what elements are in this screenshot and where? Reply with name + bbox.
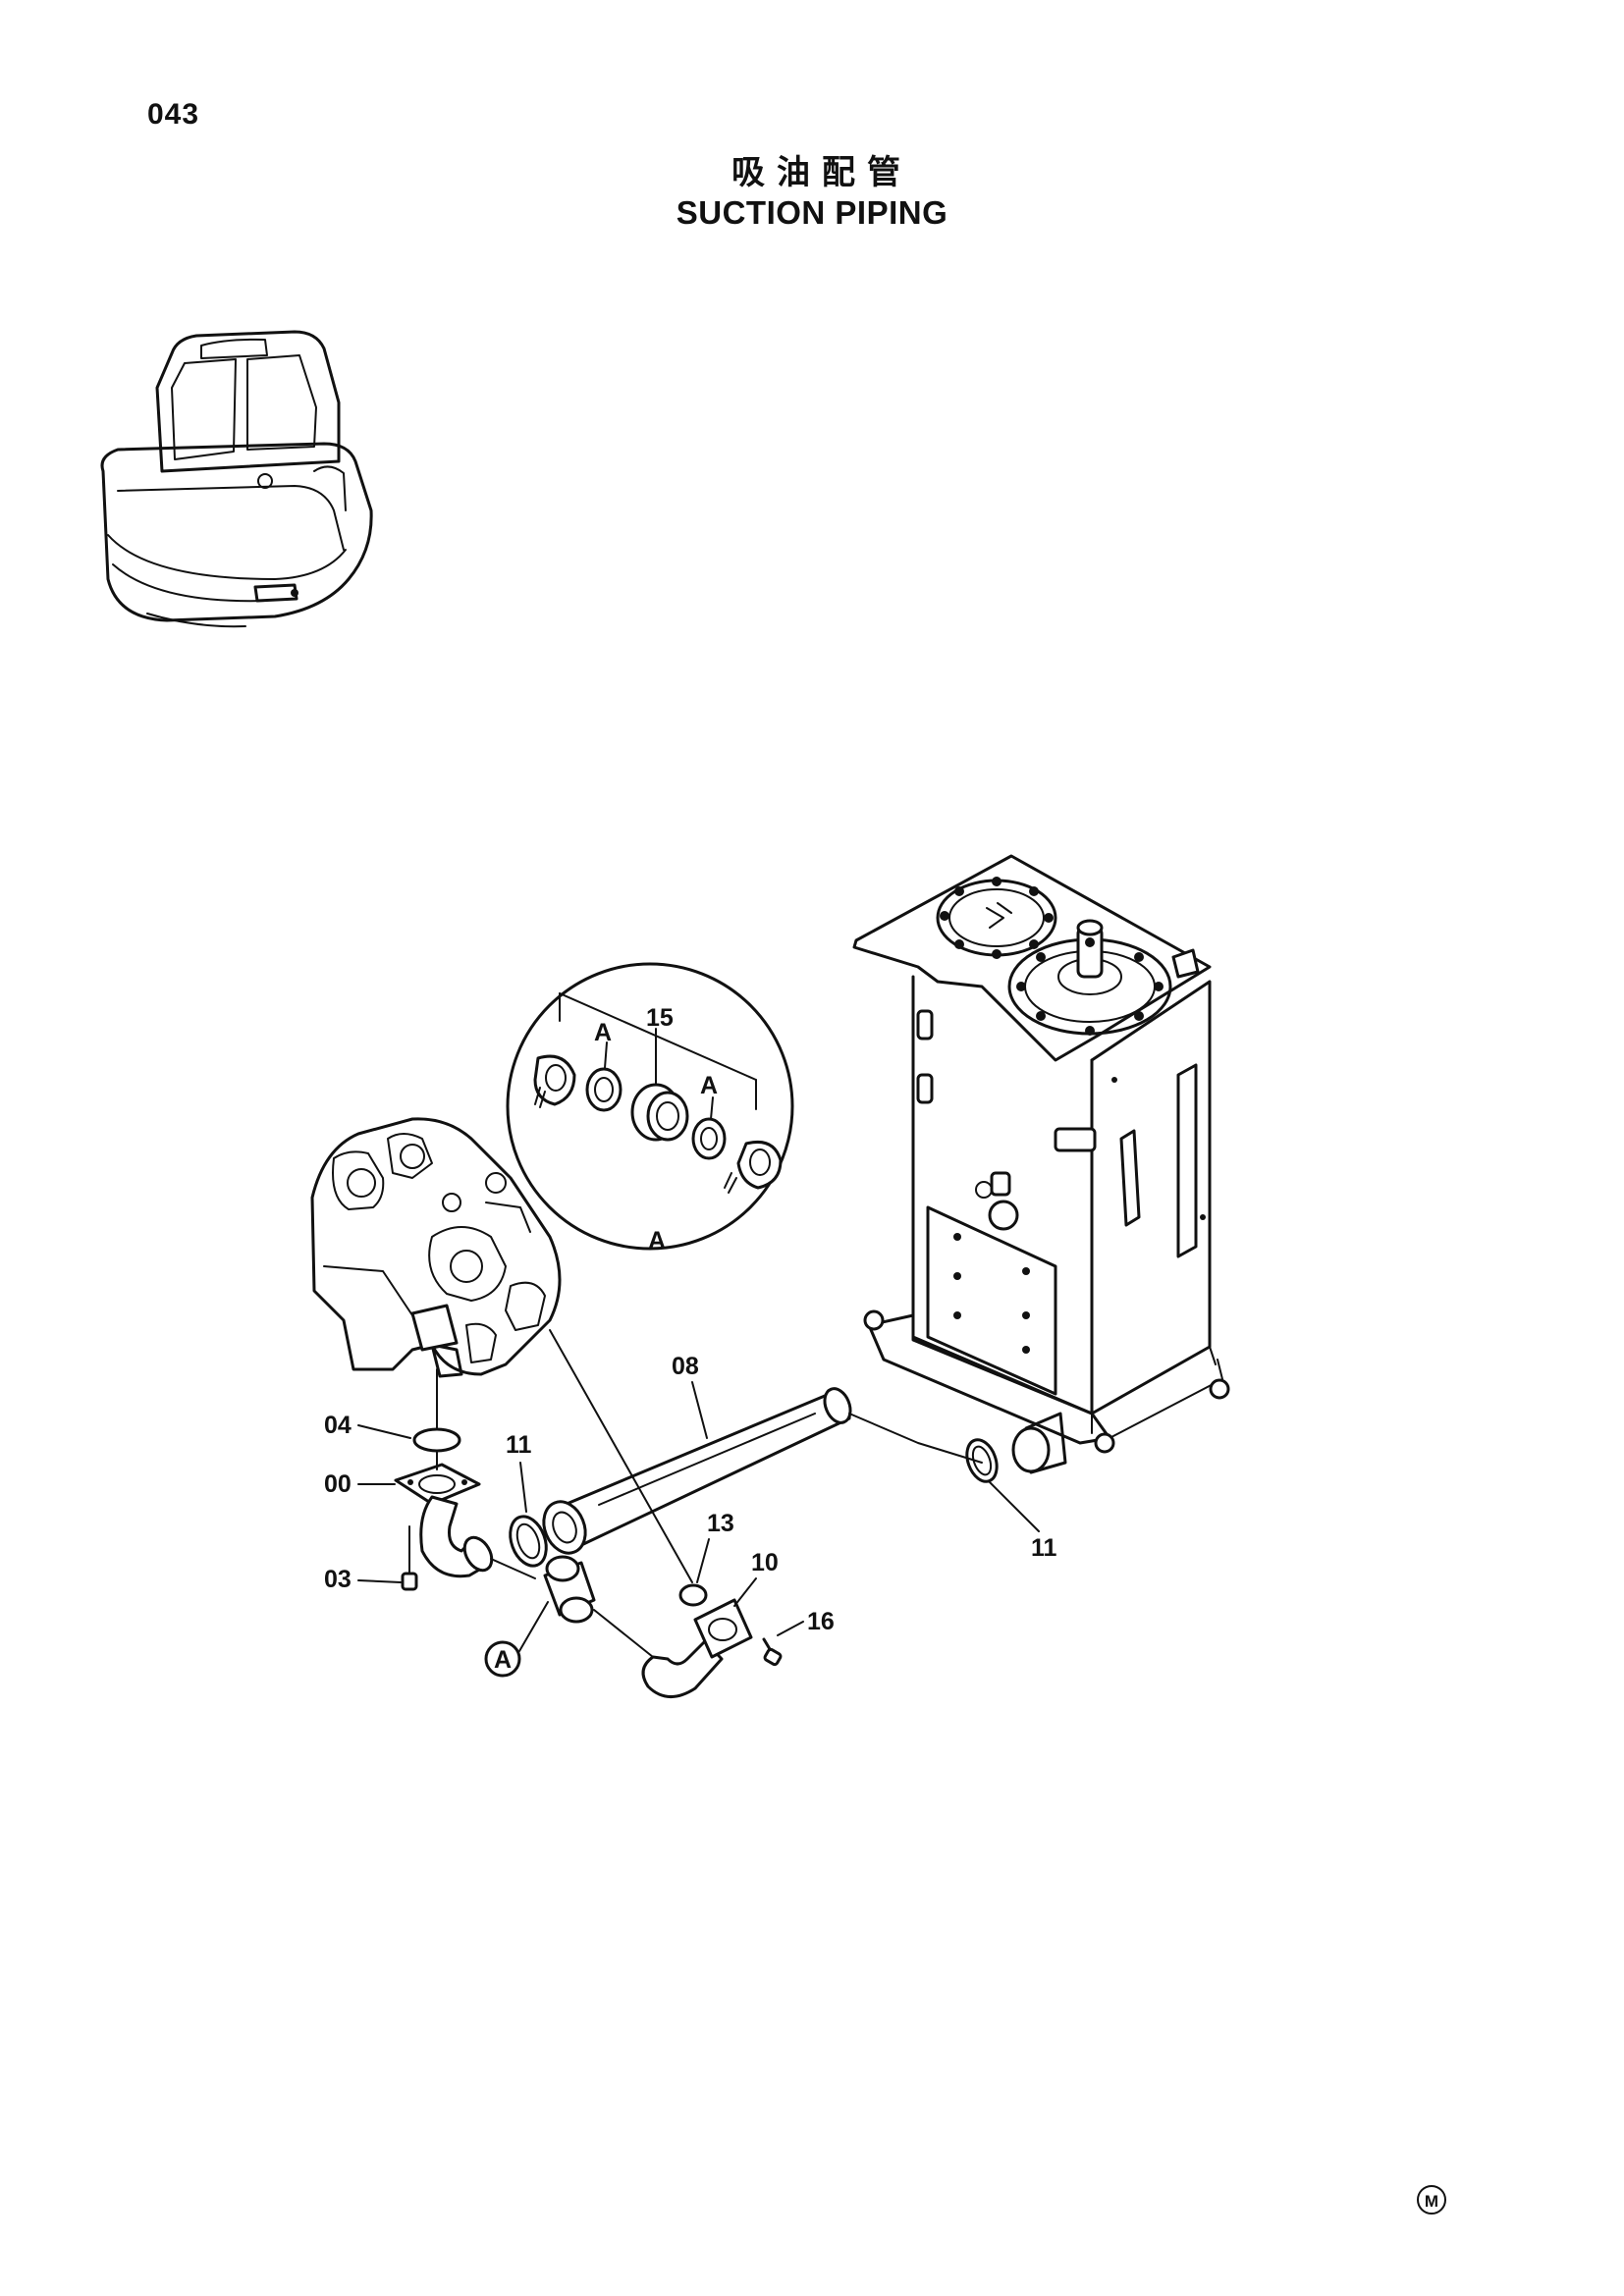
callout-03: 03 [324,1566,352,1593]
title-english: SUCTION PIPING [676,194,948,231]
callout-13: 13 [707,1510,734,1537]
detail-reference-a-label: A [494,1646,512,1674]
o-ring-04 [412,1427,461,1453]
bolt-16 [762,1637,783,1667]
page-number: 043 [147,98,200,131]
pipe-coupling-a [490,1555,596,1624]
callout-detail-a-label: A [648,1227,666,1255]
manual-mark: M [1417,2185,1446,2215]
detail-view-a [506,962,794,1251]
excavator-thumbnail [100,330,373,628]
callout-detail-a-left: A [594,1019,612,1046]
hydraulic-tank [852,854,1230,1474]
bolt-03 [401,1525,418,1591]
flange-00 [394,1463,494,1578]
callout-detail-a-right: A [700,1072,718,1099]
o-ring-13 [678,1583,708,1607]
title-chinese: 吸油配管 [731,153,912,192]
elbow-pipe [593,1609,724,1698]
callout-16: 16 [807,1608,835,1635]
callout-08: 08 [672,1353,699,1380]
hose-clamp-left [509,1515,548,1568]
callout-10: 10 [751,1549,779,1576]
hose-clamp-right [965,1438,999,1483]
callout-00: 00 [324,1470,352,1498]
hydraulic-pump [310,1117,562,1378]
flange-10 [693,1598,753,1659]
callout-11-left: 11 [506,1431,532,1459]
callout-11-right: 11 [1031,1534,1057,1562]
callout-15: 15 [646,1004,674,1032]
manual-mark-letter: M [1425,2192,1438,2211]
callout-04: 04 [324,1412,352,1439]
detail-reference-a: A [484,1601,549,1678]
callouts: 15 A A A 08 04 00 03 11 13 10 16 11 [324,1004,1057,1636]
suction-hose [542,1387,852,1555]
